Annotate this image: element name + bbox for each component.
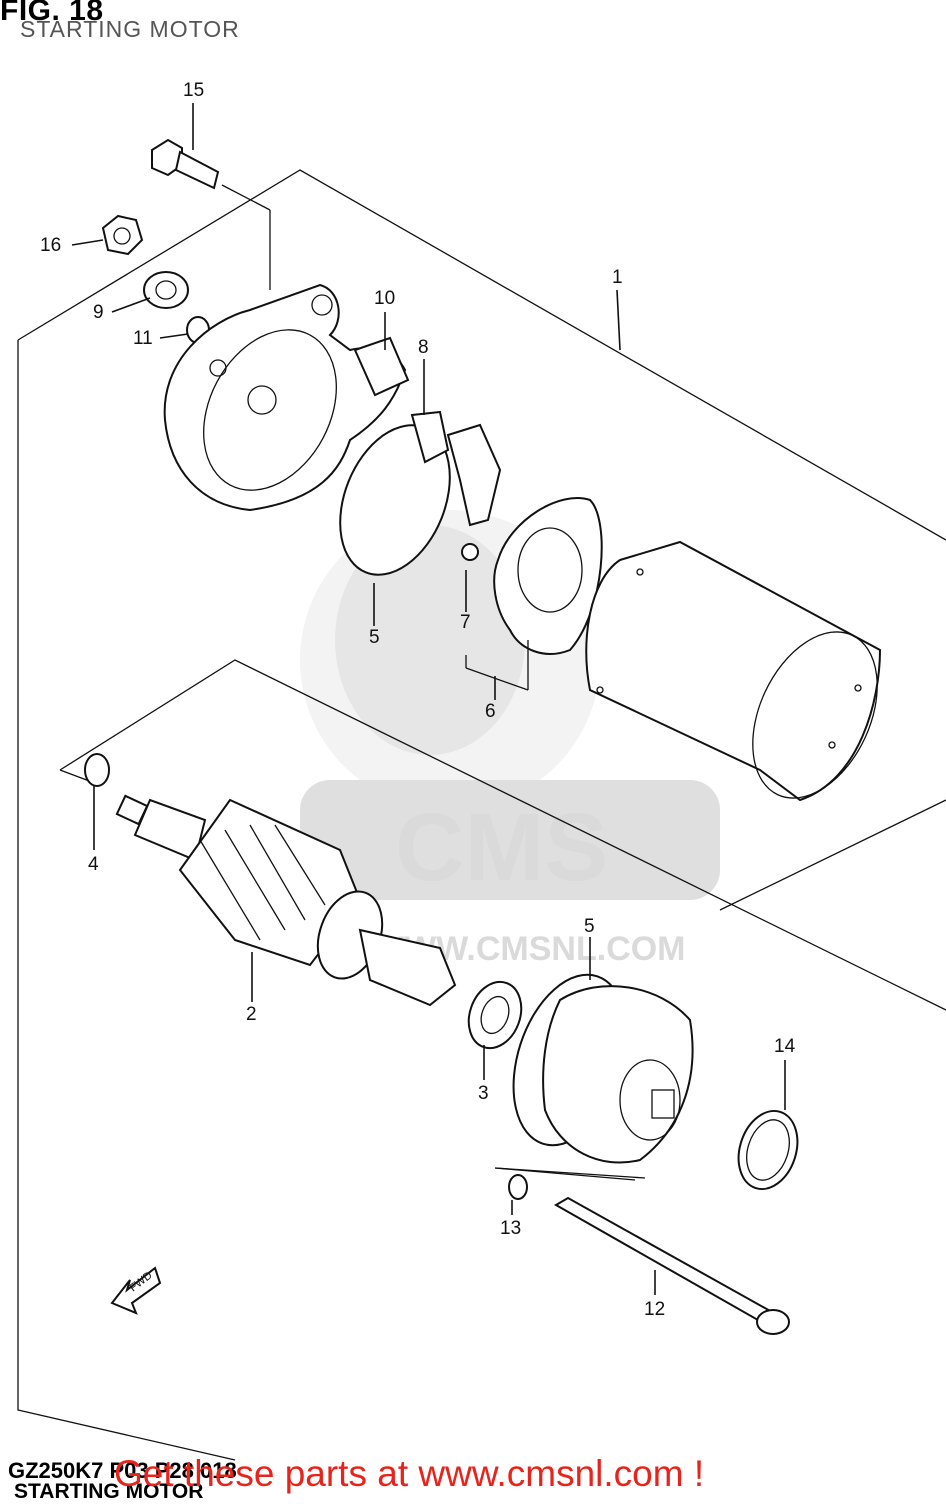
callout-5-upper: 5	[369, 627, 380, 648]
callout-12: 12	[644, 1299, 665, 1320]
callout-5-lower: 5	[584, 916, 595, 937]
motor-yoke	[585, 540, 882, 802]
cms-watermark: CMS WWW.CMSNL.COM	[300, 510, 720, 968]
callout-6: 6	[485, 701, 496, 722]
callout-13: 13	[500, 1218, 521, 1239]
rear-end-cover	[163, 210, 407, 512]
callout-16: 16	[40, 235, 61, 256]
callout-14: 14	[774, 1036, 796, 1057]
callout-labels: 15 16 9 11 10 8 1 5 7 6 4 2 3 5 14 13 12	[40, 80, 796, 1320]
part-2-armature	[115, 794, 457, 1007]
callout-15: 15	[183, 80, 204, 101]
part-6-brush-holder	[461, 497, 603, 691]
figure-subtitle: STARTING MOTOR	[20, 16, 240, 42]
callout-10: 10	[374, 288, 395, 309]
callout-8: 8	[418, 337, 429, 358]
get-parts-link[interactable]: Get these parts at www.cmsnl.com !	[114, 1453, 705, 1494]
part-4-washer	[84, 753, 110, 787]
watermark-brand: CMS	[395, 794, 608, 901]
callout-1: 1	[612, 267, 623, 288]
part-12-through-bolt	[553, 1196, 790, 1335]
callout-11: 11	[133, 328, 153, 349]
part-3-oil-seal	[467, 980, 523, 1050]
callout-2: 2	[246, 1004, 257, 1025]
footer-title: STARTING MOTOR	[14, 1480, 204, 1503]
part-8-terminal-bolt	[410, 410, 502, 527]
part-16-nut	[101, 214, 144, 256]
part-15-bolt	[151, 138, 271, 211]
leader-lines	[71, 103, 786, 1295]
front-end-cover	[494, 973, 694, 1181]
diagram-code: GZ250K7 P03 P28 018	[8, 1458, 237, 1483]
fwd-direction-arrow: FWD	[110, 1266, 162, 1315]
callout-3: 3	[478, 1083, 489, 1104]
callout-9: 9	[93, 302, 104, 323]
part-9-grommet	[143, 271, 189, 309]
part-10-plate	[353, 336, 410, 397]
callout-4: 4	[88, 854, 99, 875]
part-14-o-ring	[737, 1109, 799, 1191]
figure-number: FIG. 18	[0, 0, 104, 27]
callout-7: 7	[460, 612, 471, 633]
part-13-washer	[508, 1174, 528, 1200]
